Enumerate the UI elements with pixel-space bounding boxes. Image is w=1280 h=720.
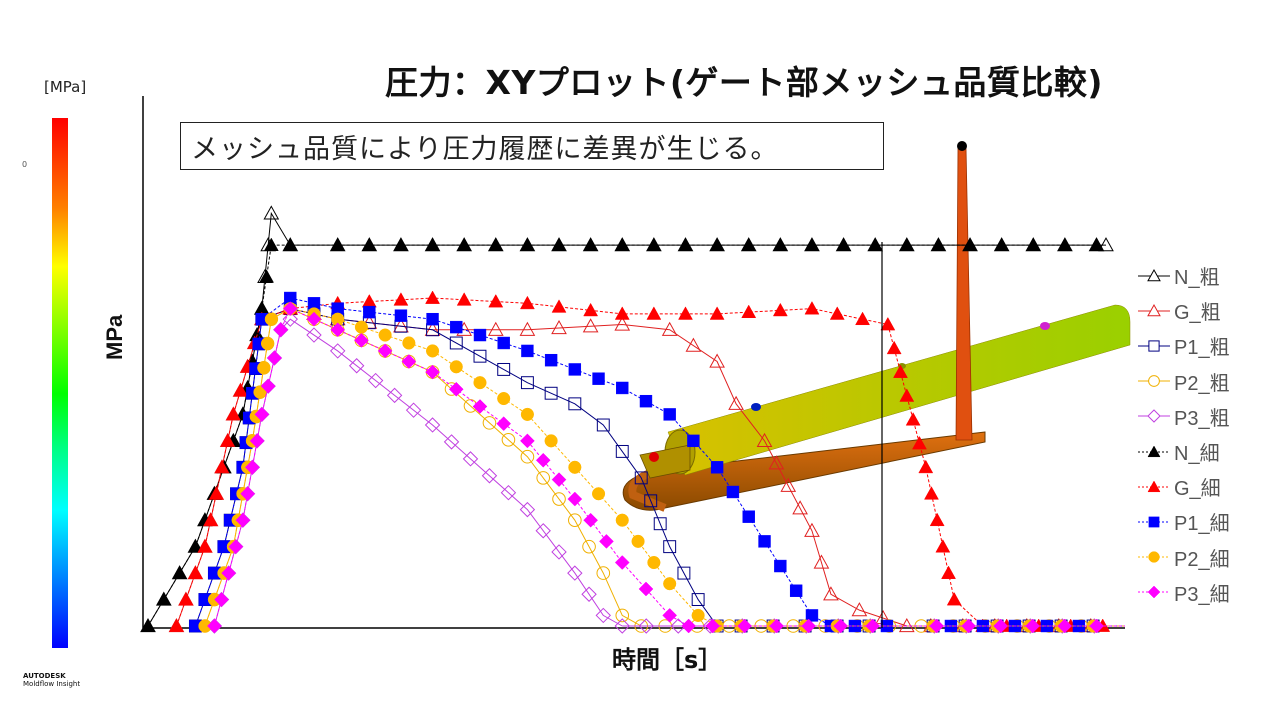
legend-item: P3_粗 (1136, 399, 1230, 434)
colorbar-unit: [MPa] (44, 78, 87, 96)
page-title: 圧力：XYプロット(ゲート部メッシュ品質比較) (385, 63, 1104, 102)
circle-filled-marker-icon (1138, 551, 1170, 563)
legend-item: P1_粗 (1136, 328, 1230, 363)
legend-item: P2_粗 (1136, 364, 1230, 399)
legend-label: P1_細 (1174, 513, 1230, 536)
legend-item: N_粗 (1136, 258, 1230, 293)
x-axis-label: 時間［s］ (612, 646, 723, 674)
circle-open-marker-icon (1138, 375, 1170, 388)
series-P3_細 (207, 301, 1125, 634)
square-filled-marker-icon (1138, 516, 1170, 528)
note-box: メッシュ品質により圧力履歴に差異が生じる。 (180, 122, 884, 170)
colorbar-tick: 0 (22, 160, 28, 169)
triangle-filled-marker-icon (1138, 480, 1170, 492)
legend-label: P1_粗 (1174, 337, 1230, 360)
triangle-open-marker-icon (1138, 303, 1170, 317)
brand-logo: AUTODESK Moldflow Insight (23, 672, 80, 688)
legend-label: N_粗 (1174, 267, 1220, 290)
brand-name: AUTODESK (23, 672, 66, 680)
legend-label: G_粗 (1174, 302, 1221, 325)
series-N_細 (140, 237, 1104, 632)
legend-item: G_細 (1136, 469, 1230, 504)
legend-label: P2_粗 (1174, 372, 1230, 395)
triangle-open-marker-icon (1138, 268, 1170, 281)
legend-item: P1_細 (1136, 504, 1230, 539)
legend-label: P3_細 (1174, 583, 1230, 606)
square-open-marker-icon (1138, 340, 1170, 352)
legend-item: N_細 (1136, 434, 1230, 469)
diamond-open-marker-icon (1138, 409, 1170, 424)
legend: N_粗 G_粗 P1_粗 P2_粗 P3_粗 N_細 G_細 P1_細 P2_細 P3_細 (1136, 258, 1230, 610)
legend-label: G_細 (1174, 478, 1221, 501)
brand-product: Moldflow Insight (23, 680, 81, 688)
legend-label: N_細 (1174, 443, 1220, 466)
legend-label: P2_細 (1174, 548, 1230, 571)
legend-label: P3_粗 (1174, 407, 1230, 430)
colorbar (52, 118, 68, 648)
3d-model (622, 141, 1131, 512)
legend-item: P2_細 (1136, 540, 1230, 575)
legend-item: G_粗 (1136, 293, 1230, 328)
series-P1_細 (189, 291, 1125, 633)
legend-item: P3_細 (1136, 575, 1230, 610)
diamond-filled-marker-icon (1138, 585, 1170, 599)
series-layer (140, 205, 1125, 634)
triangle-filled-marker-icon (1138, 445, 1170, 457)
